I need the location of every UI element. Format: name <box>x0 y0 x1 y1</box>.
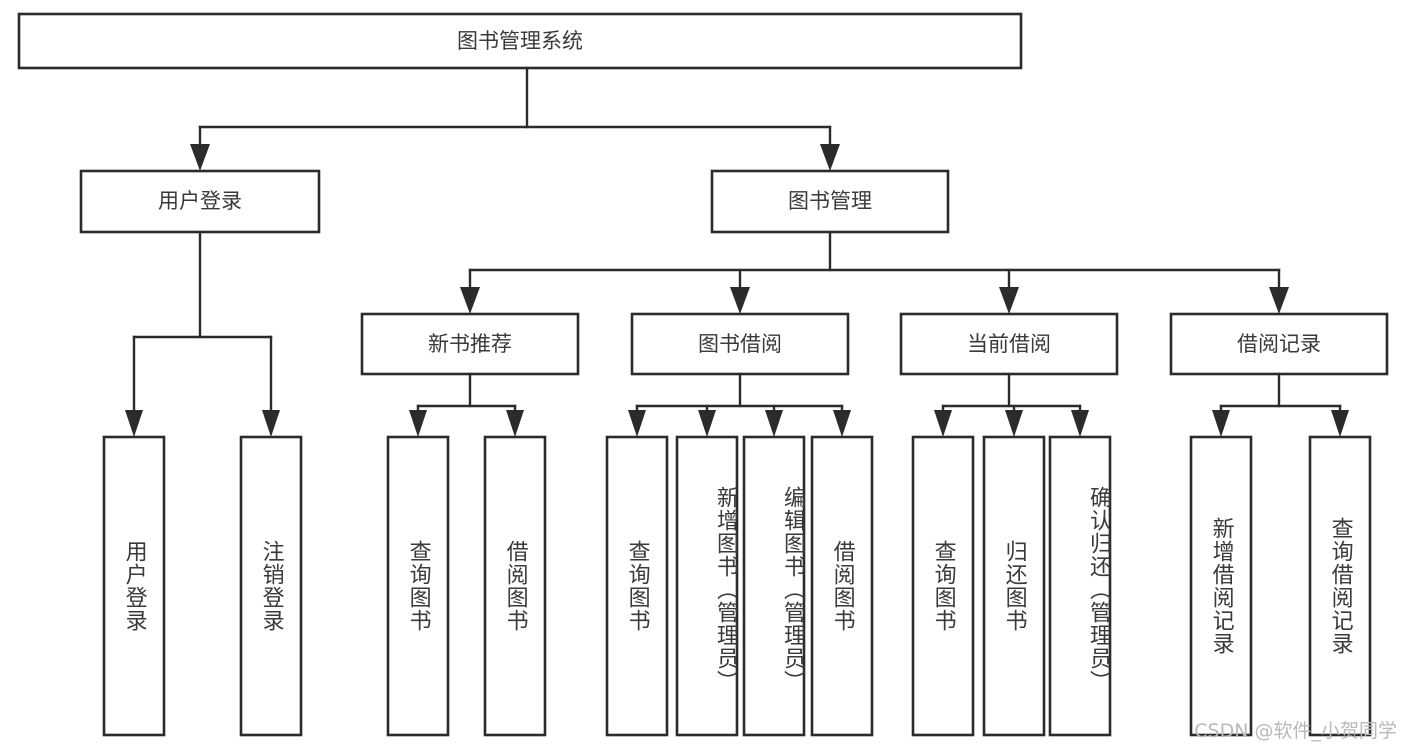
leaf-box-current-borrow-2[interactable] <box>982 435 1046 737</box>
node-current-borrow-label: 当前借阅 <box>967 332 1051 356</box>
watermark-text: CSDN @软件_小贺同学 <box>1194 720 1397 742</box>
connector-bookmanage-to-level3 <box>460 230 1289 314</box>
node-borrow-record-label: 借阅记录 <box>1237 332 1321 356</box>
leaf-box-new-book-1[interactable] <box>386 435 450 737</box>
connector-bookborrow-to-leaves <box>628 372 851 437</box>
leaf-box-book-borrow-1[interactable] <box>605 435 669 737</box>
node-current-borrow-box[interactable] <box>899 312 1119 376</box>
connector-currentborrow-to-leaves <box>934 372 1089 437</box>
leaf-box-new-book-2[interactable] <box>483 435 547 737</box>
leaf-box-user-login-1[interactable] <box>102 435 166 737</box>
node-root-box[interactable] <box>17 12 1023 70</box>
node-root-label: 图书管理系统 <box>457 29 583 53</box>
node-user-login-label: 用户登录 <box>158 189 242 213</box>
leaf-box-borrow-record-2[interactable] <box>1308 435 1372 737</box>
leaf-box-book-borrow-2[interactable] <box>675 435 739 737</box>
connector-borrowrecord-to-leaves <box>1212 372 1349 437</box>
node-new-book-box[interactable] <box>360 312 580 376</box>
leaf-box-current-borrow-3[interactable] <box>1048 435 1112 737</box>
leaf-box-borrow-record-1[interactable] <box>1189 435 1253 737</box>
connector-root-to-level2 <box>190 66 840 171</box>
connector-newbook-to-leaves <box>409 372 524 437</box>
node-user-login-box[interactable] <box>79 169 321 234</box>
node-book-manage-label: 图书管理 <box>788 189 872 213</box>
leaf-box-current-borrow-1[interactable] <box>911 435 975 737</box>
leaf-box-user-login-2[interactable] <box>239 435 303 737</box>
leaf-box-book-borrow-4[interactable] <box>810 435 874 737</box>
node-book-borrow-label: 图书借阅 <box>698 332 782 356</box>
connector-userlogin-to-leaves <box>125 230 280 437</box>
leaf-box-book-borrow-3[interactable] <box>742 435 806 737</box>
node-new-book-label: 新书推荐 <box>428 332 512 356</box>
